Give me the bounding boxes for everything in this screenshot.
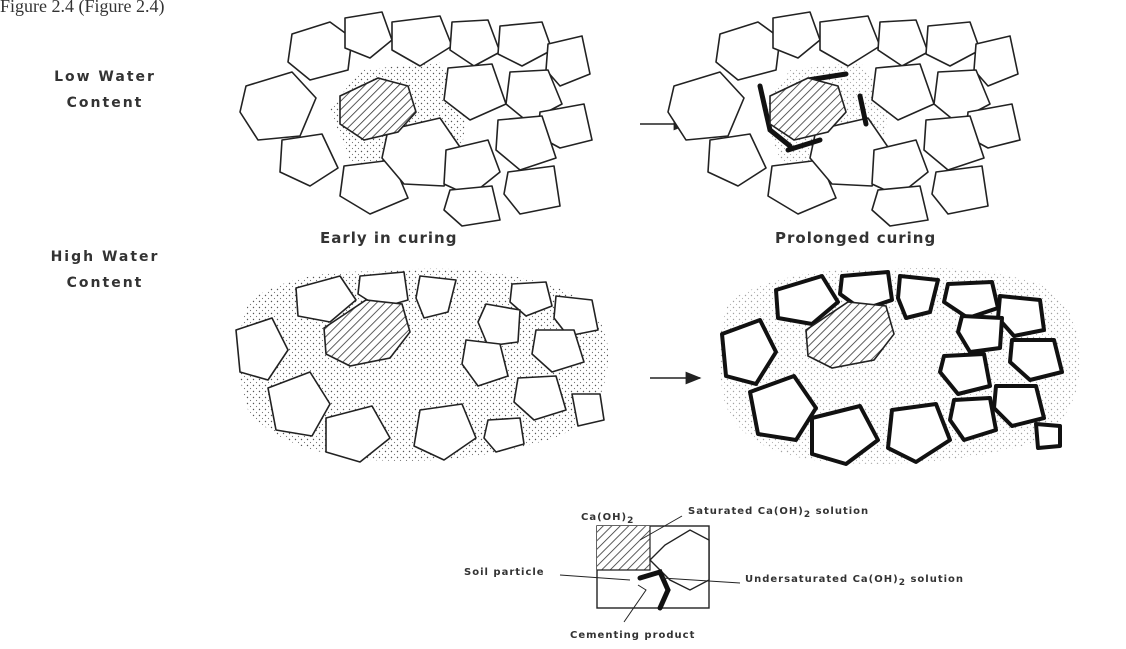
legend-undersaturated-tail: solution <box>906 574 964 585</box>
panel-low-early <box>240 12 592 226</box>
panel-high-prolonged <box>719 268 1080 464</box>
legend-undersaturated-sub: 2 <box>899 578 906 588</box>
legend-caoh2-base: Ca(OH) <box>581 512 627 523</box>
legend-label-caoh2: Ca(OH)2 <box>581 512 634 526</box>
legend-undersaturated-base: Undersaturated Ca(OH) <box>745 574 899 585</box>
legend-label-undersaturated: Undersaturated Ca(OH)2 solution <box>745 574 964 588</box>
legend-label-cementing-product: Cementing product <box>570 630 695 641</box>
legend-caoh2-particle <box>597 526 650 570</box>
legend-caoh2-sub: 2 <box>627 516 634 526</box>
legend-saturated-tail: solution <box>811 506 869 517</box>
legend-label-saturated: Saturated Ca(OH)2 solution <box>688 506 869 520</box>
legend-label-soil-particle: Soil particle <box>464 567 545 578</box>
legend-saturated-base: Saturated Ca(OH) <box>688 506 804 517</box>
panel-low-prolonged <box>668 12 1020 226</box>
legend-inset <box>560 516 740 622</box>
panel-high-early <box>236 269 608 462</box>
